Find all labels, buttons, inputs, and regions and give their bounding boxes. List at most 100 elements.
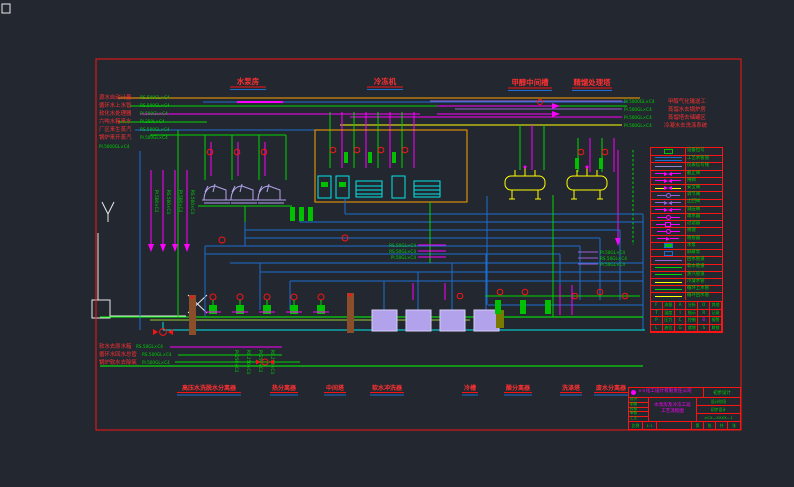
letter-cell: F — [651, 302, 663, 310]
legend-label: 屏蔽泵 — [687, 249, 701, 255]
legend-label: 闸阀 — [687, 177, 696, 183]
legend-label: 过滤器 — [687, 221, 701, 227]
right-header-lines — [340, 100, 622, 126]
drawing-frame — [95, 58, 742, 431]
letter-cell: O — [698, 302, 711, 310]
legend-label: 喷射器 — [687, 235, 701, 241]
pipe-label: 锅炉来开蒸汽 — [99, 133, 132, 141]
pipe-code: PI.500GL×C4 — [140, 111, 168, 116]
letter-cell: 报警 — [710, 317, 722, 325]
drawing-title-line2: 工艺流程图 — [661, 409, 684, 415]
title-block-row-label: 工艺 — [630, 416, 638, 421]
pump-feed-lines — [204, 135, 287, 180]
letter-code-grid: F 流量 A 分析 O 其他 T 温度 I 指示 R 记录 P 压力 C 控制 … — [650, 301, 723, 333]
mini-pipe-code: PI.50GL×C4 — [600, 262, 625, 267]
letter-cell: 联锁 — [710, 324, 722, 332]
stub-codes: RS.50GL×C4 RS.50GL×C4 PI.50GL×C4 PI.50GL… — [389, 243, 627, 267]
mini-pipe-code: PI.50GL×C4 — [391, 255, 416, 260]
vertical-pipe-code: PI.500×C4 — [178, 190, 183, 213]
sheet-value: 张 — [704, 422, 716, 429]
equipment-title: 中间塔 — [326, 384, 345, 392]
letter-cell: G — [674, 324, 687, 332]
blue-piping-network — [139, 151, 644, 330]
stage-value: 初步设计 — [697, 406, 740, 414]
pipe-code: RS.50GL×C4 — [136, 344, 163, 349]
vertical-pipe-code: PI.500×C4 — [154, 190, 159, 213]
letter-cell: 温度 — [662, 309, 675, 317]
scale-label: 比例 — [629, 422, 643, 429]
stage-label: 设计阶段 — [697, 398, 740, 406]
legend-label: 蒸汽管道 — [687, 271, 705, 277]
equipment-title: 冷槽 — [464, 384, 476, 392]
section-titles-top: 水泵房 冷冻机 甲醇中间槽 精馏处理塔 — [230, 77, 612, 91]
brown-columns — [189, 293, 504, 335]
equipment-title: 洗涤塔 — [562, 384, 581, 392]
pipe-code: RS.500GL×C4 — [140, 103, 170, 108]
mini-pipe-code: RS.50GL×C4 — [600, 256, 627, 261]
legend-label: 仪表信号线 — [687, 163, 709, 169]
legend-label: 疏水器 — [687, 213, 701, 219]
letter-cell: 就地 — [686, 324, 699, 332]
legend-label: 循环回水管 — [687, 293, 709, 299]
drawing-number: ×CX—XXXX—1 — [704, 414, 733, 420]
pipe-label: 厂区来生蒸汽 — [99, 125, 132, 133]
legend-label: 工艺水管道 — [687, 156, 709, 162]
section-title: 精馏处理塔 — [574, 78, 612, 87]
mini-pipe-code: RS.50GL×C4 — [389, 249, 416, 254]
pipe-label: 源水自动计量 — [99, 93, 132, 101]
title-block-row-label: 校核 — [629, 407, 648, 413]
mini-pipe-code: RS.50GL×C4 — [389, 243, 416, 248]
equipment-titles-bottom: 高压水洗脱水分离器 热分离器 中间塔 软水冲洗器 冷槽 酸分离器 洗涤塔 废水分… — [177, 384, 628, 396]
app-corner-glyph — [1, 3, 11, 14]
vertical-pipe-code: PI.250×C4 — [234, 350, 239, 373]
title-block-row-label: 设计 — [629, 397, 648, 403]
cyan-equipment — [317, 175, 441, 199]
pipe-label: 蒸馏水去锅炉房 — [668, 105, 706, 113]
legend-label: 安全阀 — [687, 185, 701, 190]
pump-discharge — [198, 205, 292, 222]
pipe-code: PI.5000GL×C4 — [624, 99, 655, 104]
pipe-code: PI.5000GL×C4 — [99, 144, 130, 149]
total-label: 共 — [716, 422, 728, 429]
legend-label: 视镜 — [687, 228, 696, 234]
legend-table: 设备位号 工艺水管道 仪表信号线 截止阀 闸阀 安全阀 调节阀 止回阀 减压阀 … — [650, 147, 723, 333]
vertical-pipe-code: RS.500×C4 — [190, 190, 195, 214]
letter-cell: S — [698, 324, 711, 332]
scale-value: 1:1 — [643, 422, 657, 429]
right-bottom-cluster — [412, 283, 640, 315]
pipe-code: PI.500GL×C4 — [624, 123, 652, 128]
letter-cell: 记录 — [710, 309, 722, 317]
legend-label: 减压阀 — [687, 206, 701, 212]
ucs-icon — [1, 3, 186, 319]
pipe-label: 六吨水箱来水 — [99, 117, 132, 125]
equipment-title: 酸分离器 — [506, 384, 531, 392]
letter-cell: I — [674, 309, 687, 317]
pipe-code: RS.500GL×C4 — [140, 95, 170, 100]
legend-label: 软水管道 — [687, 264, 705, 270]
pipe-code: PI.500GL×C4 — [624, 115, 652, 120]
letter-cell: T — [651, 309, 663, 317]
title-block-row-label: 制图 — [629, 402, 648, 408]
mini-pipe-code: PI.50GL×C4 — [600, 250, 625, 255]
instrument-bubbles — [153, 99, 543, 366]
pipe-code: PI.250L×C4 — [140, 119, 165, 124]
flow-arrows-top — [437, 103, 560, 117]
letter-cell: 压力 — [662, 317, 675, 325]
section-title: 甲醇中间槽 — [512, 78, 550, 87]
title-block: ××化工设计有限责任公司 初步设计 设计 制图 校核 审核 工艺 水泵房及冷冻工… — [628, 387, 741, 430]
equipment-title: 热分离器 — [272, 384, 297, 392]
equipment-title: 高压水洗脱水分离器 — [182, 384, 237, 392]
section-title: 冷冻机 — [374, 77, 397, 86]
green-valve-trio — [290, 207, 313, 221]
pump-symbols — [202, 183, 286, 204]
legend-label: 回水管道 — [687, 257, 705, 263]
legend-label: 冷凝水管 — [687, 278, 705, 284]
company-logo — [631, 390, 636, 395]
lavender-tanks — [371, 309, 500, 332]
letter-cell: 流量 — [662, 302, 675, 310]
equipment-title: 废水分离器 — [596, 384, 627, 392]
bottom-equipment-clusters — [205, 293, 329, 314]
title-block-row-label: 审核 — [629, 412, 648, 418]
